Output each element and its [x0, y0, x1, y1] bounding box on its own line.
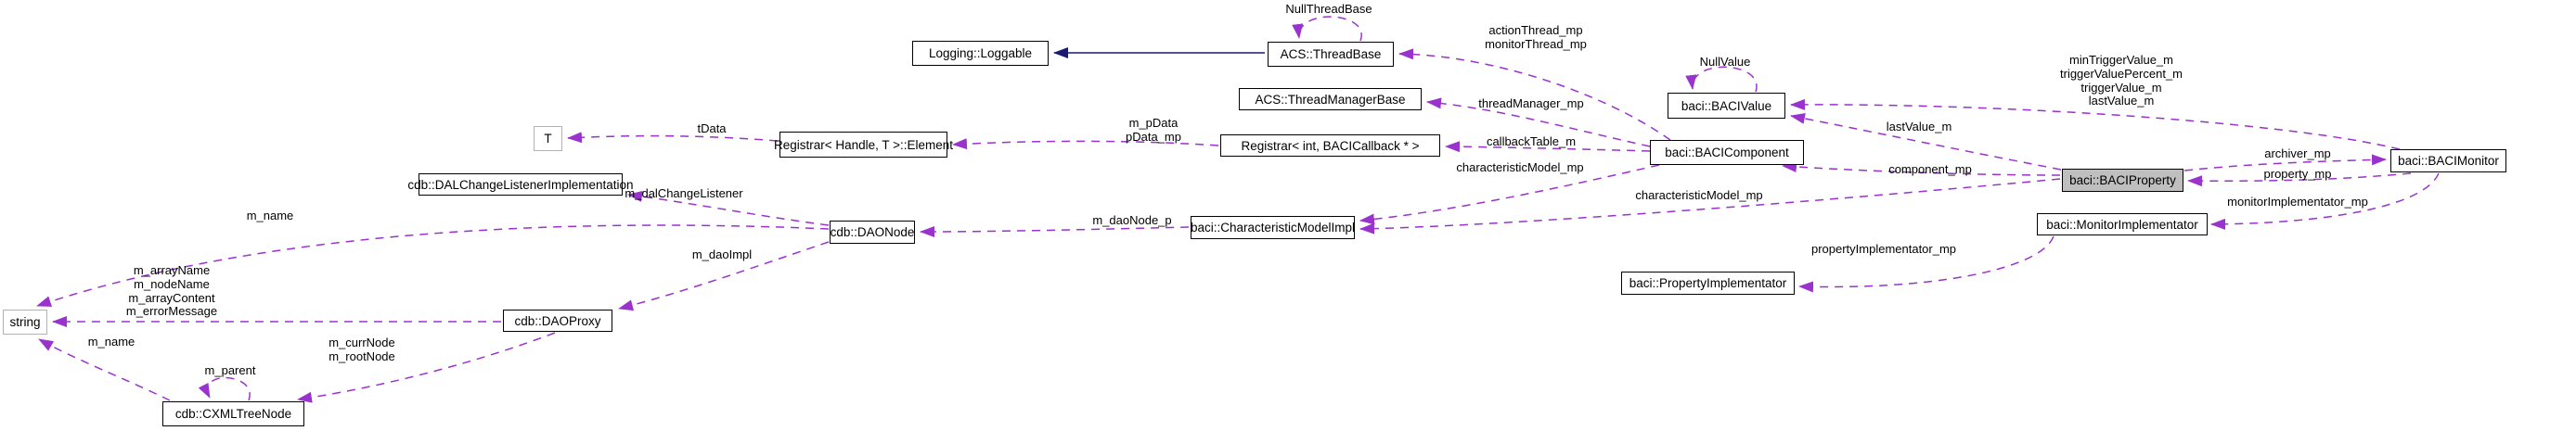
edge-label-charmodelimpl-daonode: m_daoNode_p [1092, 213, 1172, 227]
class-node-charmodelimpl[interactable]: baci::CharacteristicModelImpl [1191, 216, 1355, 239]
edge-label-registrar_int-registrar_element: m_pData pData_mp [1126, 116, 1181, 144]
class-node-dalchangelistener[interactable]: cdb::DALChangeListenerImplementation [407, 173, 634, 196]
class-node-bacivalue[interactable]: baci::BACIValue [1668, 93, 1785, 119]
edge-label-cxmltreenode-string: m_name [87, 335, 135, 349]
class-node-bacimonitor[interactable]: baci::BACIMonitor [2390, 149, 2506, 172]
edge-label-daonode-dalchangelistener: m_dalChangeListener [625, 186, 743, 200]
usage-edge-cxmltreenode-to-cxmltreenode [198, 376, 251, 401]
edge-label-daoproxy-string: m_arrayName m_nodeName m_arrayContent m_… [125, 263, 218, 319]
edge-label-daonode-string: m_name [246, 209, 294, 222]
usage-edge-registrar_int-to-registrar_element [952, 138, 1219, 150]
edge-label-bacimonitor-monitorimplementator: monitorImplementator_mp [2227, 195, 2368, 209]
usage-edge-threadbase-to-threadbase [1292, 16, 1362, 42]
edge-label-monitorimplementator-propertyimplementator: propertyImplementator_mp [1810, 242, 1957, 256]
usage-edge-bacivalue-to-bacivalue [1685, 66, 1758, 93]
class-node-registrar_element[interactable]: Registrar< Handle, T >::Element [774, 132, 953, 158]
usage-edge-baciproperty-to-bacicomponent [1782, 160, 2061, 176]
usage-edge-bacicomponent-to-threadmanagerbase [1426, 97, 1651, 147]
edge-label-bacicomponent-charmodelimpl: characteristicModel_mp [1456, 160, 1584, 174]
edge-label-bacimonitor-baciproperty: property_mp [2263, 167, 2332, 181]
class-node-loggable[interactable]: Logging::Loggable [912, 41, 1049, 66]
usage-edge-bacicomponent-to-threadbase [1398, 48, 1671, 141]
edge-label-cxmltreenode-cxmltreenode: m_parent [204, 363, 256, 377]
usage-edge-monitorimplementator-to-propertyimplementator [1798, 235, 2054, 293]
class-node-registrar_int[interactable]: Registrar< int, BACICallback * > [1220, 134, 1440, 157]
usage-edge-cxmltreenode-to-string [38, 338, 171, 401]
edge-label-threadbase-threadbase: NullThreadBase [1285, 2, 1372, 16]
class-node-string[interactable]: string [3, 310, 47, 335]
class-node-threadmanagerbase[interactable]: ACS::ThreadManagerBase [1239, 88, 1422, 110]
edge-label-baciproperty-bacicomponent: component_mp [1888, 162, 1972, 176]
usage-edge-daonode-to-daoproxy [618, 241, 830, 311]
edge-label-baciproperty-charmodelimpl: characteristicModel_mp [1635, 188, 1763, 202]
usage-edge-charmodelimpl-to-daonode [920, 225, 1190, 237]
edge-label-bacimonitor-bacivalue: minTriggerValue_m triggerValuePercent_m … [2060, 53, 2183, 108]
usage-edge-daoproxy-to-cxmltreenode [297, 332, 556, 403]
edge-label-bacivalue-bacivalue: NullValue [1699, 55, 1751, 69]
usage-edge-baciproperty-to-bacimonitor [2183, 154, 2387, 171]
edge-label-registrar_element-t: tData [697, 121, 727, 135]
usage-edge-bacicomponent-to-registrar_int [1445, 141, 1651, 153]
usage-edge-baciproperty-to-bacivalue [1790, 112, 2062, 171]
class-node-propertyimplementator[interactable]: baci::PropertyImplementator [1621, 272, 1795, 295]
edge-label-bacicomponent-registrar_int: callbackTable_m [1486, 134, 1577, 148]
usage-edge-bacimonitor-to-monitorimplementator [2210, 172, 2440, 230]
edge-label-daoproxy-cxmltreenode: m_currNode m_rootNode [328, 336, 395, 363]
class-node-monitorimplementator[interactable]: baci::MonitorImplementator [2037, 213, 2208, 235]
edge-label-bacicomponent-threadbase: actionThread_mp monitorThread_mp [1485, 23, 1587, 51]
usage-edge-bacicomponent-to-charmodelimpl [1359, 164, 1660, 225]
usage-edge-registrar_element-to-t [567, 132, 779, 144]
usage-edge-baciproperty-to-charmodelimpl [1359, 178, 2061, 235]
class-node-daonode[interactable]: cdb::DAONode [830, 221, 915, 244]
edge-label-bacicomponent-threadmanagerbase: threadManager_mp [1478, 96, 1584, 110]
class-node-t[interactable]: T [534, 126, 562, 151]
class-node-baciproperty[interactable]: baci::BACIProperty [2062, 169, 2183, 192]
class-node-threadbase[interactable]: ACS::ThreadBase [1268, 42, 1394, 67]
usage-edge-bacimonitor-to-baciproperty [2187, 172, 2412, 187]
class-node-daoproxy[interactable]: cdb::DAOProxy [503, 310, 612, 332]
edge-label-baciproperty-bacivalue: lastValue_m [1886, 120, 1952, 133]
edge-label-daonode-daoproxy: m_daoImpl [691, 247, 753, 261]
class-node-cxmltreenode[interactable]: cdb::CXMLTreeNode [162, 401, 304, 426]
usage-edge-bacimonitor-to-bacivalue [1790, 98, 2401, 150]
usage-edge-daonode-to-dalchangelistener [627, 190, 830, 226]
usage-edge-daonode-to-string [36, 224, 830, 307]
class-node-bacicomponent[interactable]: baci::BACIComponent [1650, 140, 1804, 165]
edge-label-baciproperty-bacimonitor: archiver_mp [2264, 146, 2331, 160]
